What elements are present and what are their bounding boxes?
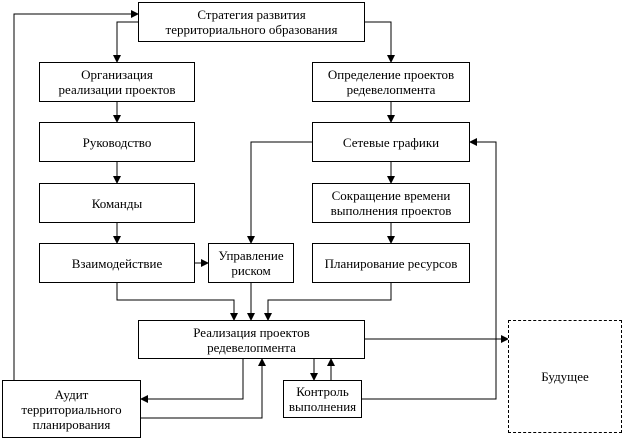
network-box: Сетевые графики <box>312 122 470 162</box>
commands-box: Команды <box>39 183 195 223</box>
arrow-resources-to-implementation <box>264 283 392 321</box>
resources-label-line: Планирование ресурсов <box>324 255 458 271</box>
definition-label-line: Определение проектов <box>327 67 455 82</box>
risk-label-line: Управление <box>218 248 284 263</box>
organization-label-line: реализации проектов <box>58 82 176 97</box>
arrow-interaction-to-implementation <box>116 283 238 321</box>
strategy-label-line: Стратегия развития <box>197 7 306 22</box>
commands-label-line: Команды <box>91 195 143 211</box>
time-reduction-label-line: Сокращение времени <box>331 188 451 203</box>
leadership-box: Руководство <box>39 122 195 162</box>
implementation-label-line: Реализация проектов <box>193 324 310 340</box>
arrow-network-to-risk <box>247 141 312 244</box>
arrow-strategy-to-organization <box>113 21 138 63</box>
audit-label-line: территориального <box>21 401 122 417</box>
control-label-line: Контроль <box>296 384 349 399</box>
interaction-label-line: Взаимодействие <box>71 255 163 271</box>
resources-box: Планирование ресурсов <box>312 243 470 283</box>
arrow-implementation-to-audit <box>140 359 244 403</box>
interaction-box: Взаимодействие <box>39 243 195 283</box>
definition-label-line: редевелопмента <box>346 82 436 97</box>
strategy-label-line: территориального образования <box>165 22 338 37</box>
organization-label-line: Организация <box>81 67 153 82</box>
future-box: Будущее <box>508 320 622 433</box>
leadership-label-line: Руководство <box>82 134 152 150</box>
network-label-line: Сетевые графики <box>342 134 440 150</box>
risk-label-line: риском <box>231 263 271 278</box>
control-label-line: выполнения <box>288 399 357 414</box>
future-label-line: Будущее <box>541 369 589 384</box>
audit-label-line: Аудит <box>54 386 89 402</box>
arrow-audit-to-strategy <box>13 10 139 380</box>
implementation-label-line: редевелопмента <box>207 339 296 355</box>
time-reduction-label-line: выполнения проектов <box>330 203 452 218</box>
arrow-audit-to-implementation <box>141 358 266 419</box>
audit-label-line: планирования <box>32 416 111 432</box>
arrow-control-to-network <box>362 138 497 400</box>
arrow-strategy-to-definition <box>365 21 395 63</box>
